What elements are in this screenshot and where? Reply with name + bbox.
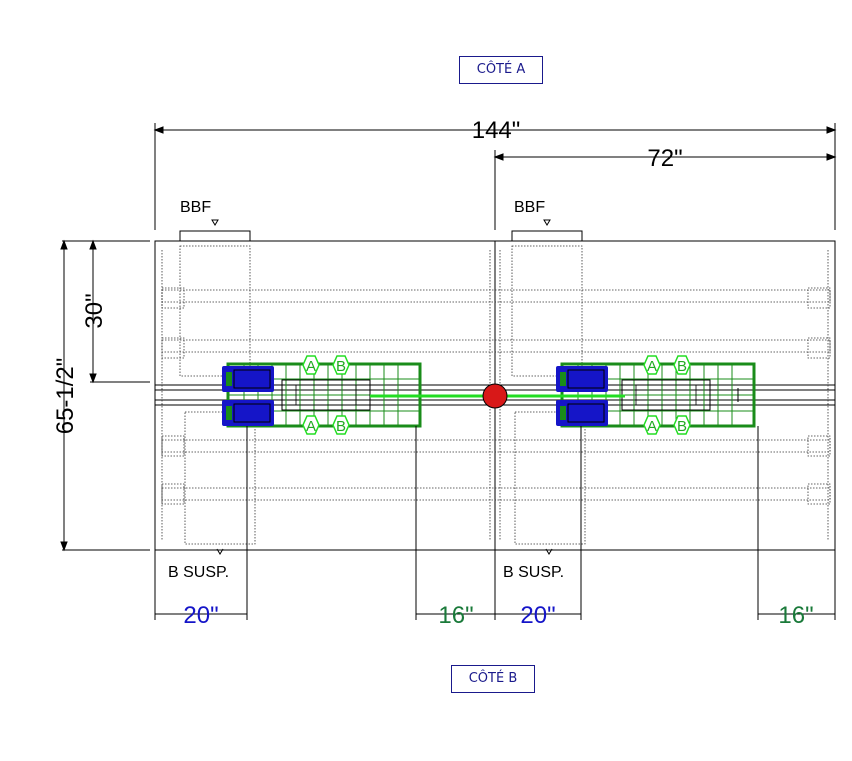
half-width-label: 72" bbox=[647, 145, 682, 172]
bbf-left-label: BBF bbox=[180, 199, 211, 216]
left-offset-left-label: 20" bbox=[183, 602, 218, 629]
marker-a-top-right: A bbox=[647, 358, 657, 375]
bbf-right-label: BBF bbox=[514, 199, 545, 216]
side-b-label: CÔTÉ B bbox=[451, 665, 535, 693]
dotted-structure bbox=[161, 245, 831, 545]
center-point-marker bbox=[482, 383, 508, 409]
bbf-brackets bbox=[179, 219, 583, 241]
half-height-label: 30" bbox=[81, 293, 108, 328]
overall-width-dimension bbox=[153, 123, 837, 230]
bsusp-left-label: B SUSP. bbox=[168, 564, 229, 581]
marker-a-top-left: A bbox=[306, 358, 316, 375]
overall-height-label: 65-1/2" bbox=[52, 358, 79, 435]
right-offset-left-label: 16" bbox=[438, 602, 473, 629]
side-a-label: CÔTÉ A bbox=[459, 56, 543, 84]
left-offset-right-label: 20" bbox=[520, 602, 555, 629]
bsusp-markers bbox=[216, 548, 553, 555]
bsusp-right-label: B SUSP. bbox=[503, 564, 564, 581]
marker-a-bottom-right: A bbox=[647, 418, 657, 435]
marker-a-bottom-left: A bbox=[306, 418, 316, 435]
height-dimension bbox=[60, 239, 150, 552]
right-offset-right-label: 16" bbox=[778, 602, 813, 629]
marker-b-top-right: B bbox=[677, 358, 687, 375]
right-module: A B A B bbox=[500, 355, 756, 435]
marker-b-bottom-right: B bbox=[677, 418, 687, 435]
bottom-dimension-lines bbox=[154, 426, 836, 620]
overall-width-label: 144" bbox=[472, 117, 521, 144]
left-module: A B A B bbox=[222, 355, 490, 435]
marker-b-bottom-left: B bbox=[336, 418, 346, 435]
marker-b-top-left: B bbox=[336, 358, 346, 375]
